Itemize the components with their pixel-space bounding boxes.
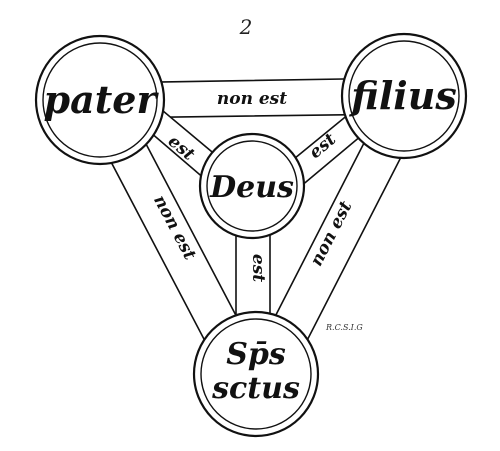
engraver-signature: R.C.S.I.G: [325, 323, 363, 332]
band-deus-spiritus: est: [235, 227, 271, 325]
node-label-deus: Deus: [209, 170, 294, 205]
node-pater: pater: [34, 34, 166, 166]
node-deus: Deus: [198, 132, 306, 240]
node-filius: filius: [340, 32, 468, 160]
page-number: 2: [239, 15, 253, 39]
band-label-pater-filius: non est: [217, 89, 287, 109]
node-label-pater: pater: [44, 77, 160, 122]
node-label-filius: filius: [348, 73, 457, 118]
node-spiritus-sanctus: Sp̄s sctus: [192, 310, 320, 438]
node-label-spiritus-line1: Sp̄s: [226, 337, 286, 372]
node-label-spiritus-line2: sctus: [211, 371, 300, 406]
band-filius-spiritus: non est: [258, 102, 422, 364]
band-label-deus-spiritus: est: [248, 254, 268, 282]
